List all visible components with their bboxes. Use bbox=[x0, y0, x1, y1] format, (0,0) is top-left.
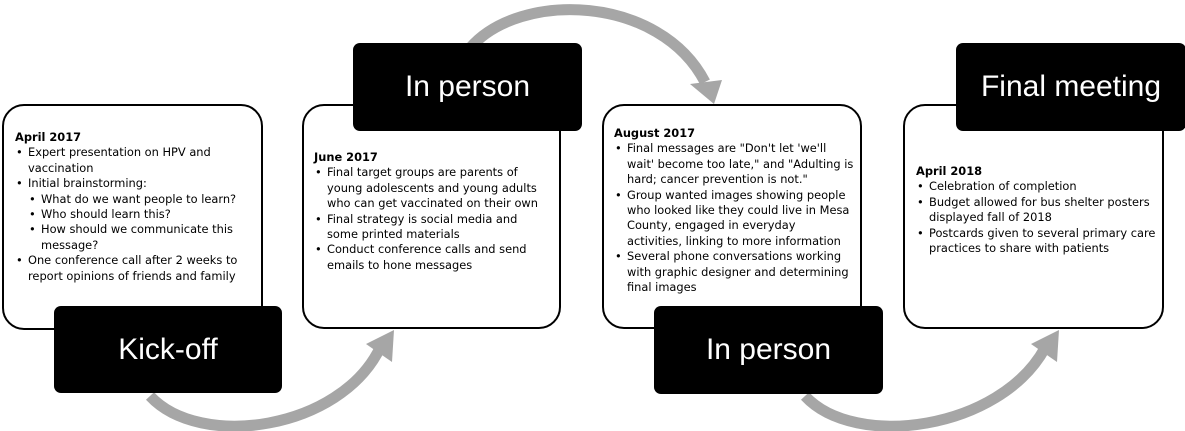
stage-item-list: Final messages are "Don't let 'we'll wai… bbox=[614, 141, 854, 295]
stage-card-in-person-2: August 2017 Final messages are "Don't le… bbox=[602, 104, 862, 329]
connector-arrow-2 bbox=[465, 4, 710, 85]
list-subitem: Who should learn this? bbox=[15, 207, 253, 223]
list-item: Initial brainstorming: bbox=[15, 176, 253, 192]
list-item: Celebration of completion bbox=[916, 179, 1156, 195]
stage-item-list: Expert presentation on HPV and vaccinati… bbox=[15, 145, 253, 284]
stage-card-in-person-1: June 2017 Final target groups are parent… bbox=[302, 104, 561, 329]
list-item: Expert presentation on HPV and vaccinati… bbox=[15, 145, 253, 176]
stage-label-in-person-2: In person bbox=[654, 306, 883, 394]
list-item: Final messages are "Don't let 'we'll wai… bbox=[614, 141, 854, 187]
list-item: Several phone conversations working with… bbox=[614, 249, 854, 295]
stage-label-kickoff: Kick-off bbox=[54, 306, 282, 393]
list-item: Postcards given to several primary care … bbox=[916, 226, 1156, 257]
list-item: Group wanted images showing people who l… bbox=[614, 188, 854, 250]
arrowhead-3 bbox=[1031, 330, 1059, 362]
stage-card-kickoff: April 2017 Expert presentation on HPV an… bbox=[2, 104, 263, 330]
list-item: Conduct conference calls and send emails… bbox=[314, 242, 551, 273]
stage-date: June 2017 bbox=[314, 150, 378, 164]
connector-arrow-1 bbox=[145, 345, 385, 431]
connector-arrow-3 bbox=[800, 345, 1050, 431]
stage-date: August 2017 bbox=[614, 126, 696, 140]
list-item: One conference call after 2 weeks to rep… bbox=[15, 253, 253, 284]
list-item: Final target groups are parents of young… bbox=[314, 165, 551, 211]
arrowhead-1 bbox=[366, 330, 394, 362]
stage-card-final-meeting: April 2018 Celebration of completion Bud… bbox=[903, 104, 1164, 329]
list-subitem: How should we communicate this message? bbox=[15, 222, 253, 253]
list-item: Budget allowed for bus shelter posters d… bbox=[916, 195, 1156, 226]
list-subitem: What do we want people to learn? bbox=[15, 192, 253, 208]
stage-item-list: Celebration of completion Budget allowed… bbox=[916, 179, 1156, 256]
list-item: Final strategy is social media and some … bbox=[314, 212, 551, 243]
stage-date: April 2018 bbox=[916, 164, 983, 178]
arrowhead-2 bbox=[690, 80, 722, 104]
stage-date: April 2017 bbox=[15, 130, 82, 144]
stage-label-in-person-1: In person bbox=[353, 43, 582, 131]
stage-label-final-meeting: Final meeting bbox=[956, 43, 1185, 131]
stage-item-list: Final target groups are parents of young… bbox=[314, 165, 551, 273]
